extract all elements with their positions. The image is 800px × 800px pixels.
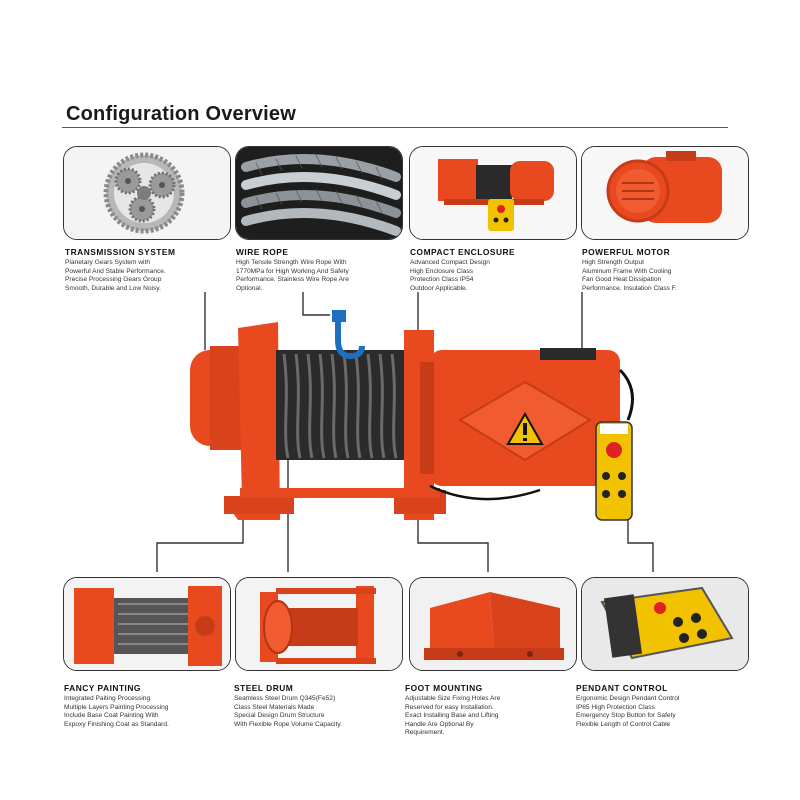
winch-illustration bbox=[190, 310, 634, 521]
feature-desc-line: High Tensile Strength Wire Rope With bbox=[236, 259, 347, 266]
feature-desc-line: Planetary Gears System with bbox=[65, 259, 151, 266]
feature-title: WIRE ROPE bbox=[236, 247, 289, 257]
feature-desc-line: Exact Installing Base and Lifting bbox=[405, 712, 499, 720]
feature-wire-rope: WIRE ROPE High Tensile Strength Wire Rop… bbox=[236, 247, 406, 293]
feature-title: PENDANT CONTROL bbox=[576, 683, 668, 693]
feature-desc-line: Emergency Stop Button for Safety bbox=[576, 712, 676, 720]
feature-desc-line: High Enclosure Class bbox=[410, 267, 474, 275]
card-transmission-image bbox=[63, 146, 231, 240]
feature-desc-line: Flexible Length of Control Cable bbox=[576, 720, 671, 728]
card-pendant-image bbox=[581, 577, 749, 671]
card-foot-image bbox=[409, 577, 577, 671]
painting-icon bbox=[64, 578, 230, 670]
feature-title: COMPACT ENCLOSURE bbox=[410, 247, 516, 257]
card-drum-image bbox=[235, 577, 403, 671]
feature-foot: FOOT MOUNTING Adjustable Size Fixing Hol… bbox=[405, 683, 575, 738]
feature-desc-line: Fan Good Heat Dissipation bbox=[582, 276, 662, 284]
pendant-icon bbox=[582, 578, 748, 670]
feature-motor: POWERFUL MOTOR High Strength Output Alum… bbox=[582, 247, 752, 293]
motor-icon bbox=[582, 147, 748, 239]
page-title: Configuration Overview bbox=[66, 103, 296, 125]
card-enclosure-image bbox=[409, 146, 577, 240]
feature-desc-line: Performance. Insulation Class F. bbox=[582, 284, 677, 292]
feature-desc-line: Powerful And Stable Performance. bbox=[65, 267, 166, 275]
card-painting-image bbox=[63, 577, 231, 671]
title-divider bbox=[62, 127, 728, 128]
feature-desc-line: Expoxy Finishing Coat as Standard. bbox=[64, 720, 169, 728]
feature-desc-line: Optional. bbox=[236, 284, 263, 292]
wire-rope-icon bbox=[236, 147, 402, 239]
feature-desc-line: Include Base Coat Painting With bbox=[64, 712, 159, 720]
hook-icon bbox=[335, 314, 365, 360]
feature-drum: STEEL DRUM Seamless Steel Drum Q345(Fe52… bbox=[234, 683, 404, 729]
leader-pendant bbox=[627, 515, 654, 572]
planetary-gear-icon bbox=[64, 147, 230, 239]
feature-title: POWERFUL MOTOR bbox=[582, 247, 671, 257]
feature-desc-line: Ergonomic Design Pendant Control bbox=[576, 695, 680, 702]
steel-drum-icon bbox=[236, 578, 402, 670]
feature-desc-line: Requirement. bbox=[405, 729, 445, 737]
feature-desc-line: Reserved for easy Installation. bbox=[405, 703, 494, 711]
feature-desc-line: Seamless Steel Drum Q345(Fe52) bbox=[234, 695, 336, 702]
feature-desc-line: Outdoor Applicable. bbox=[410, 284, 468, 292]
left-frame bbox=[228, 322, 280, 520]
feature-title: FANCY PAINTING bbox=[64, 683, 141, 693]
feature-desc-line: With Flexible Rope Volume Capacity. bbox=[234, 720, 342, 728]
feature-desc-line: Precise Processing Gears Group bbox=[65, 276, 162, 284]
pendant-control bbox=[595, 421, 633, 521]
feature-desc-line: Performance. Stainless Wire Rope Are bbox=[236, 276, 349, 284]
enclosure-icon bbox=[410, 147, 576, 239]
feature-pendant: PENDANT CONTROL Ergonomic Design Pendant… bbox=[576, 683, 746, 729]
feature-desc-line: Multiple Layers Painting Processing bbox=[64, 703, 169, 711]
feature-painting: FANCY PAINTING Integrated Paiting Proces… bbox=[64, 683, 234, 729]
feature-desc-line: IP65 High Protection Class bbox=[576, 703, 655, 711]
feature-desc-line: Aluminum Frame With Cooling bbox=[582, 267, 672, 275]
wire-drum bbox=[276, 350, 406, 460]
feature-desc-line: 1770MPa for High Working And Safety bbox=[236, 267, 349, 275]
foot-mounting-icon bbox=[410, 578, 576, 670]
feature-enclosure: COMPACT ENCLOSURE Advanced Compact Desig… bbox=[410, 247, 580, 293]
feature-title: STEEL DRUM bbox=[234, 683, 294, 693]
feature-desc-line: Advanced Compact Design bbox=[410, 259, 490, 266]
feature-desc-line: Smooth, Durable and Low Noisy. bbox=[65, 284, 161, 292]
feature-desc-line: Special Design Drum Structure bbox=[234, 712, 325, 720]
leader-wire-rope bbox=[302, 292, 330, 316]
feature-desc-line: Handle Are Optional By bbox=[405, 720, 474, 728]
feature-desc-line: Adjustable Size Fixing Holes Are bbox=[405, 695, 501, 702]
feature-desc-line: Protection Class IP54 bbox=[410, 276, 474, 284]
feature-desc-line: Integrated Paiting Processing bbox=[64, 695, 151, 702]
feature-transmission: TRANSMISSION SYSTEM Planetary Gears Syst… bbox=[65, 247, 235, 293]
leader-foot bbox=[417, 500, 489, 572]
feature-desc-line: High Strength Output bbox=[582, 259, 644, 266]
feature-title: FOOT MOUNTING bbox=[405, 683, 483, 693]
feature-desc-line: Class Steel Materials Made bbox=[234, 703, 315, 711]
feature-title: TRANSMISSION SYSTEM bbox=[65, 247, 176, 257]
emergency-stop-icon bbox=[606, 442, 622, 458]
card-wire-rope-image bbox=[235, 146, 403, 240]
card-motor-image bbox=[581, 146, 749, 240]
